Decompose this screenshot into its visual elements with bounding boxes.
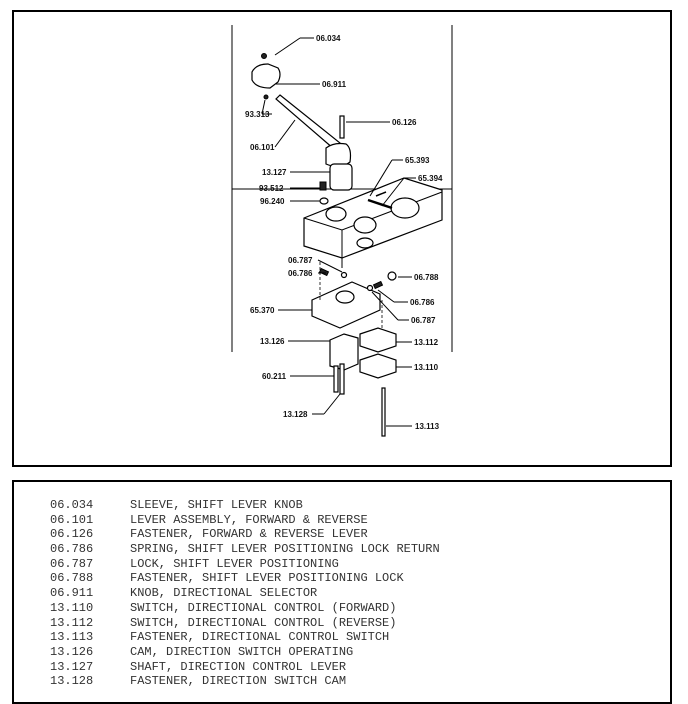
part-description: SHAFT, DIRECTION CONTROL LEVER <box>130 659 347 674</box>
leader-lines <box>261 37 416 427</box>
part-number: 06.126 <box>50 527 94 542</box>
callout-label: 06.786 <box>288 269 313 278</box>
callout-label: 93.313 <box>245 110 270 119</box>
callout-label: 96.240 <box>260 197 285 206</box>
part-description: FASTENER, FORWARD & REVERSE LEVER <box>130 527 368 542</box>
parts-list-item: 13.113 FASTENER, DIRECTIONAL CONTROL SWIT… <box>50 630 440 645</box>
part-number: 06.786 <box>50 542 94 557</box>
lever-part <box>275 94 352 168</box>
part-number: 06.034 <box>50 498 94 512</box>
part-number: 13.128 <box>50 674 94 689</box>
parts-list-item: 06.911 KNOB, DIRECTIONAL SELECTOR <box>50 586 440 601</box>
part-number: 06.787 <box>50 556 94 571</box>
part-description: SWITCH, DIRECTIONAL CONTROL (REVERSE) <box>130 615 397 630</box>
parts-list-item: 06.786 SPRING, SHIFT LEVER POSITIONING LO… <box>50 542 440 557</box>
parts-list-item: 06.787 LOCK, SHIFT LEVER POSITIONING <box>50 557 440 572</box>
callout-label: 13.113 <box>415 422 440 431</box>
callout-label: 06.787 <box>411 316 436 325</box>
switch-parts <box>359 327 397 437</box>
part-description: LEVER ASSEMBLY, FORWARD & REVERSE <box>130 512 368 527</box>
part-number: 06.788 <box>50 571 94 586</box>
part-number: 13.126 <box>50 644 94 659</box>
part-description: SWITCH, DIRECTIONAL CONTROL (FORWARD) <box>130 600 397 615</box>
parts-list-item: 13.110 SWITCH, DIRECTIONAL CONTROL (FORWA… <box>50 601 440 616</box>
callout-label: 65.370 <box>250 306 275 315</box>
parts-list-item: 13.112 SWITCH, DIRECTIONAL CONTROL (REVER… <box>50 616 440 631</box>
shaft-part <box>319 163 353 205</box>
cam-part <box>329 333 359 395</box>
parts-list-item: 06.126 FASTENER, FORWARD & REVERSE LEVER <box>50 527 440 542</box>
callout-label: 06.788 <box>414 273 439 282</box>
lock-block-part <box>311 267 397 329</box>
callout-label: 06.126 <box>392 118 417 127</box>
exploded-parts-diagram: 06.034 06.911 93.313 06.126 06.101 13.12… <box>231 25 453 437</box>
callout-label: 60.211 <box>262 372 287 381</box>
callout-label: 13.127 <box>262 168 287 177</box>
part-description: FASTENER, SHIFT LEVER POSITIONING LOCK <box>130 571 404 586</box>
callout-label: 06.786 <box>410 298 435 307</box>
callout-label: 65.394 <box>418 174 443 183</box>
part-description: SLEEVE, SHIFT LEVER KNOB <box>130 498 303 512</box>
part-number: 13.127 <box>50 659 94 674</box>
callout-label: 65.393 <box>405 156 430 165</box>
callout-label: 06.911 <box>322 80 347 89</box>
callout-label: 13.110 <box>414 363 439 372</box>
part-number: 06.911 <box>50 586 94 601</box>
part-number: 13.112 <box>50 615 94 630</box>
parts-list-item: 13.126 CAM, DIRECTION SWITCH OPERATING <box>50 645 440 660</box>
callout-label: 13.126 <box>260 337 285 346</box>
part-number: 13.110 <box>50 600 94 615</box>
parts-list-item: 06.101 LEVER ASSEMBLY, FORWARD & REVERSE <box>50 513 440 528</box>
part-description: FASTENER, DIRECTION SWITCH CAM <box>130 674 347 689</box>
parts-list-panel: 06.034 SLEEVE, SHIFT LEVER KNOB 06.101 LEV… <box>12 480 672 704</box>
part-description: KNOB, DIRECTIONAL SELECTOR <box>130 586 318 601</box>
callout-label: 06.787 <box>288 256 313 265</box>
callout-label: 06.034 <box>316 34 341 43</box>
parts-list-item: 13.128 FASTENER, DIRECTION SWITCH CAM <box>50 674 440 689</box>
part-description: CAM, DIRECTION SWITCH OPERATING <box>130 644 354 659</box>
part-description: SPRING, SHIFT LEVER POSITIONING LOCK RET… <box>130 542 440 557</box>
callout-label: 93.512 <box>259 184 284 193</box>
callout-label: 06.101 <box>250 143 275 152</box>
part-description: LOCK, SHIFT LEVER POSITIONING <box>130 556 339 571</box>
parts-list: 06.034 SLEEVE, SHIFT LEVER KNOB 06.101 LEV… <box>50 498 440 689</box>
parts-list-item: 06.788 FASTENER, SHIFT LEVER POSITIONING … <box>50 571 440 586</box>
part-number: 13.113 <box>50 630 94 645</box>
exploded-diagram-panel: 06.034 06.911 93.313 06.126 06.101 13.12… <box>12 10 672 467</box>
callout-label: 13.112 <box>414 338 439 347</box>
part-number: 06.101 <box>50 512 94 527</box>
parts-list-item: 13.127 SHAFT, DIRECTION CONTROL LEVER <box>50 660 440 675</box>
housing-part <box>303 177 443 268</box>
callout-label: 13.128 <box>283 410 308 419</box>
parts-list-item: 06.034 SLEEVE, SHIFT LEVER KNOB <box>50 498 440 513</box>
knob-part <box>251 53 281 100</box>
part-description: FASTENER, DIRECTIONAL CONTROL SWITCH <box>130 630 390 645</box>
